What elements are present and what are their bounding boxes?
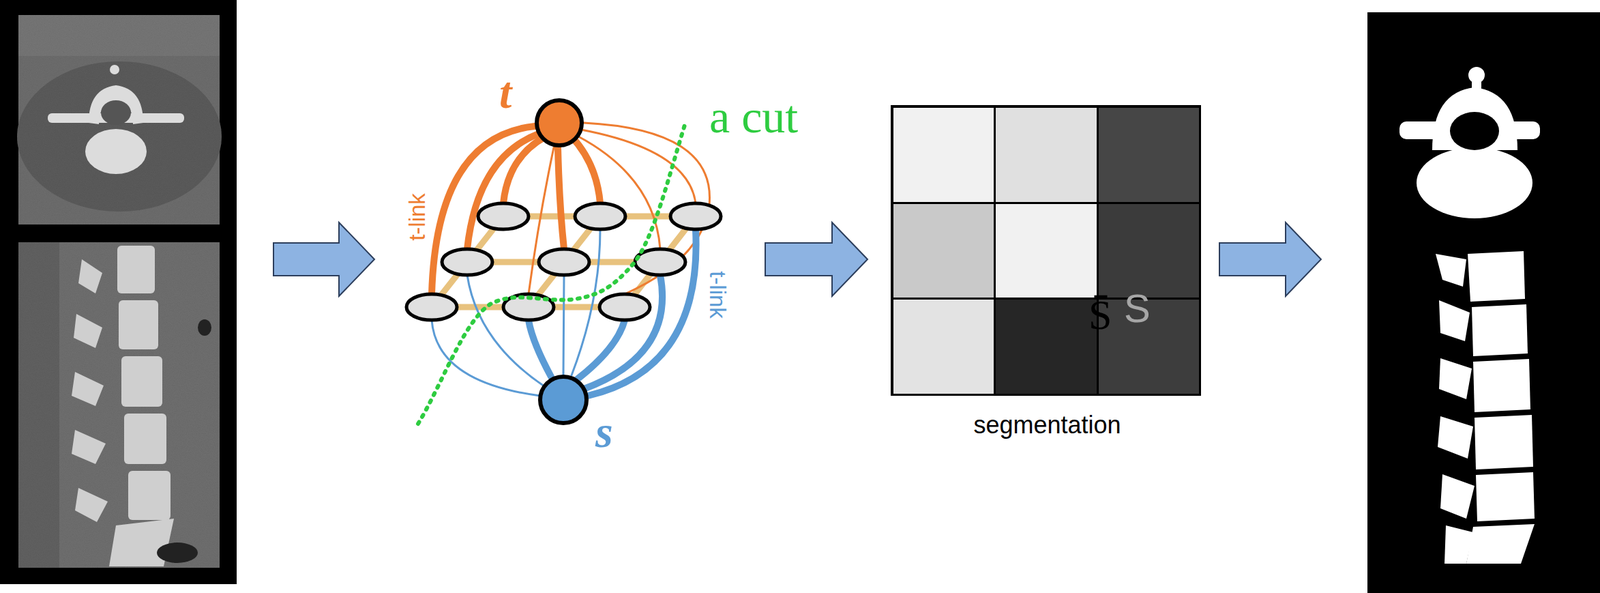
grid-cell: [994, 106, 1098, 204]
caption-label: segmentation: [973, 410, 1121, 440]
set-label: S̄: [1088, 290, 1112, 339]
grid-cell: [1097, 106, 1201, 204]
grid-cell: [892, 106, 996, 204]
grid-cell: [1097, 202, 1201, 300]
set-label: S: [1123, 285, 1151, 331]
source-sink-node: s: [538, 374, 589, 425]
ct-panel: [0, 0, 237, 584]
link-label: t-link: [704, 270, 731, 319]
terminal-label: s: [595, 405, 614, 458]
cut-label: a cut: [709, 90, 798, 144]
link-label: t-link: [404, 193, 431, 241]
terminal-label: t: [499, 66, 512, 119]
segmentation-grid: S̄Ssegmentation: [890, 105, 1202, 396]
source-sink-node: t: [534, 98, 584, 148]
grid-cell: [892, 202, 996, 300]
segmentation-result: [1367, 12, 1600, 593]
grid-cell: [994, 202, 1098, 300]
grid-cell: [994, 298, 1098, 395]
grid-cell: [892, 298, 996, 395]
